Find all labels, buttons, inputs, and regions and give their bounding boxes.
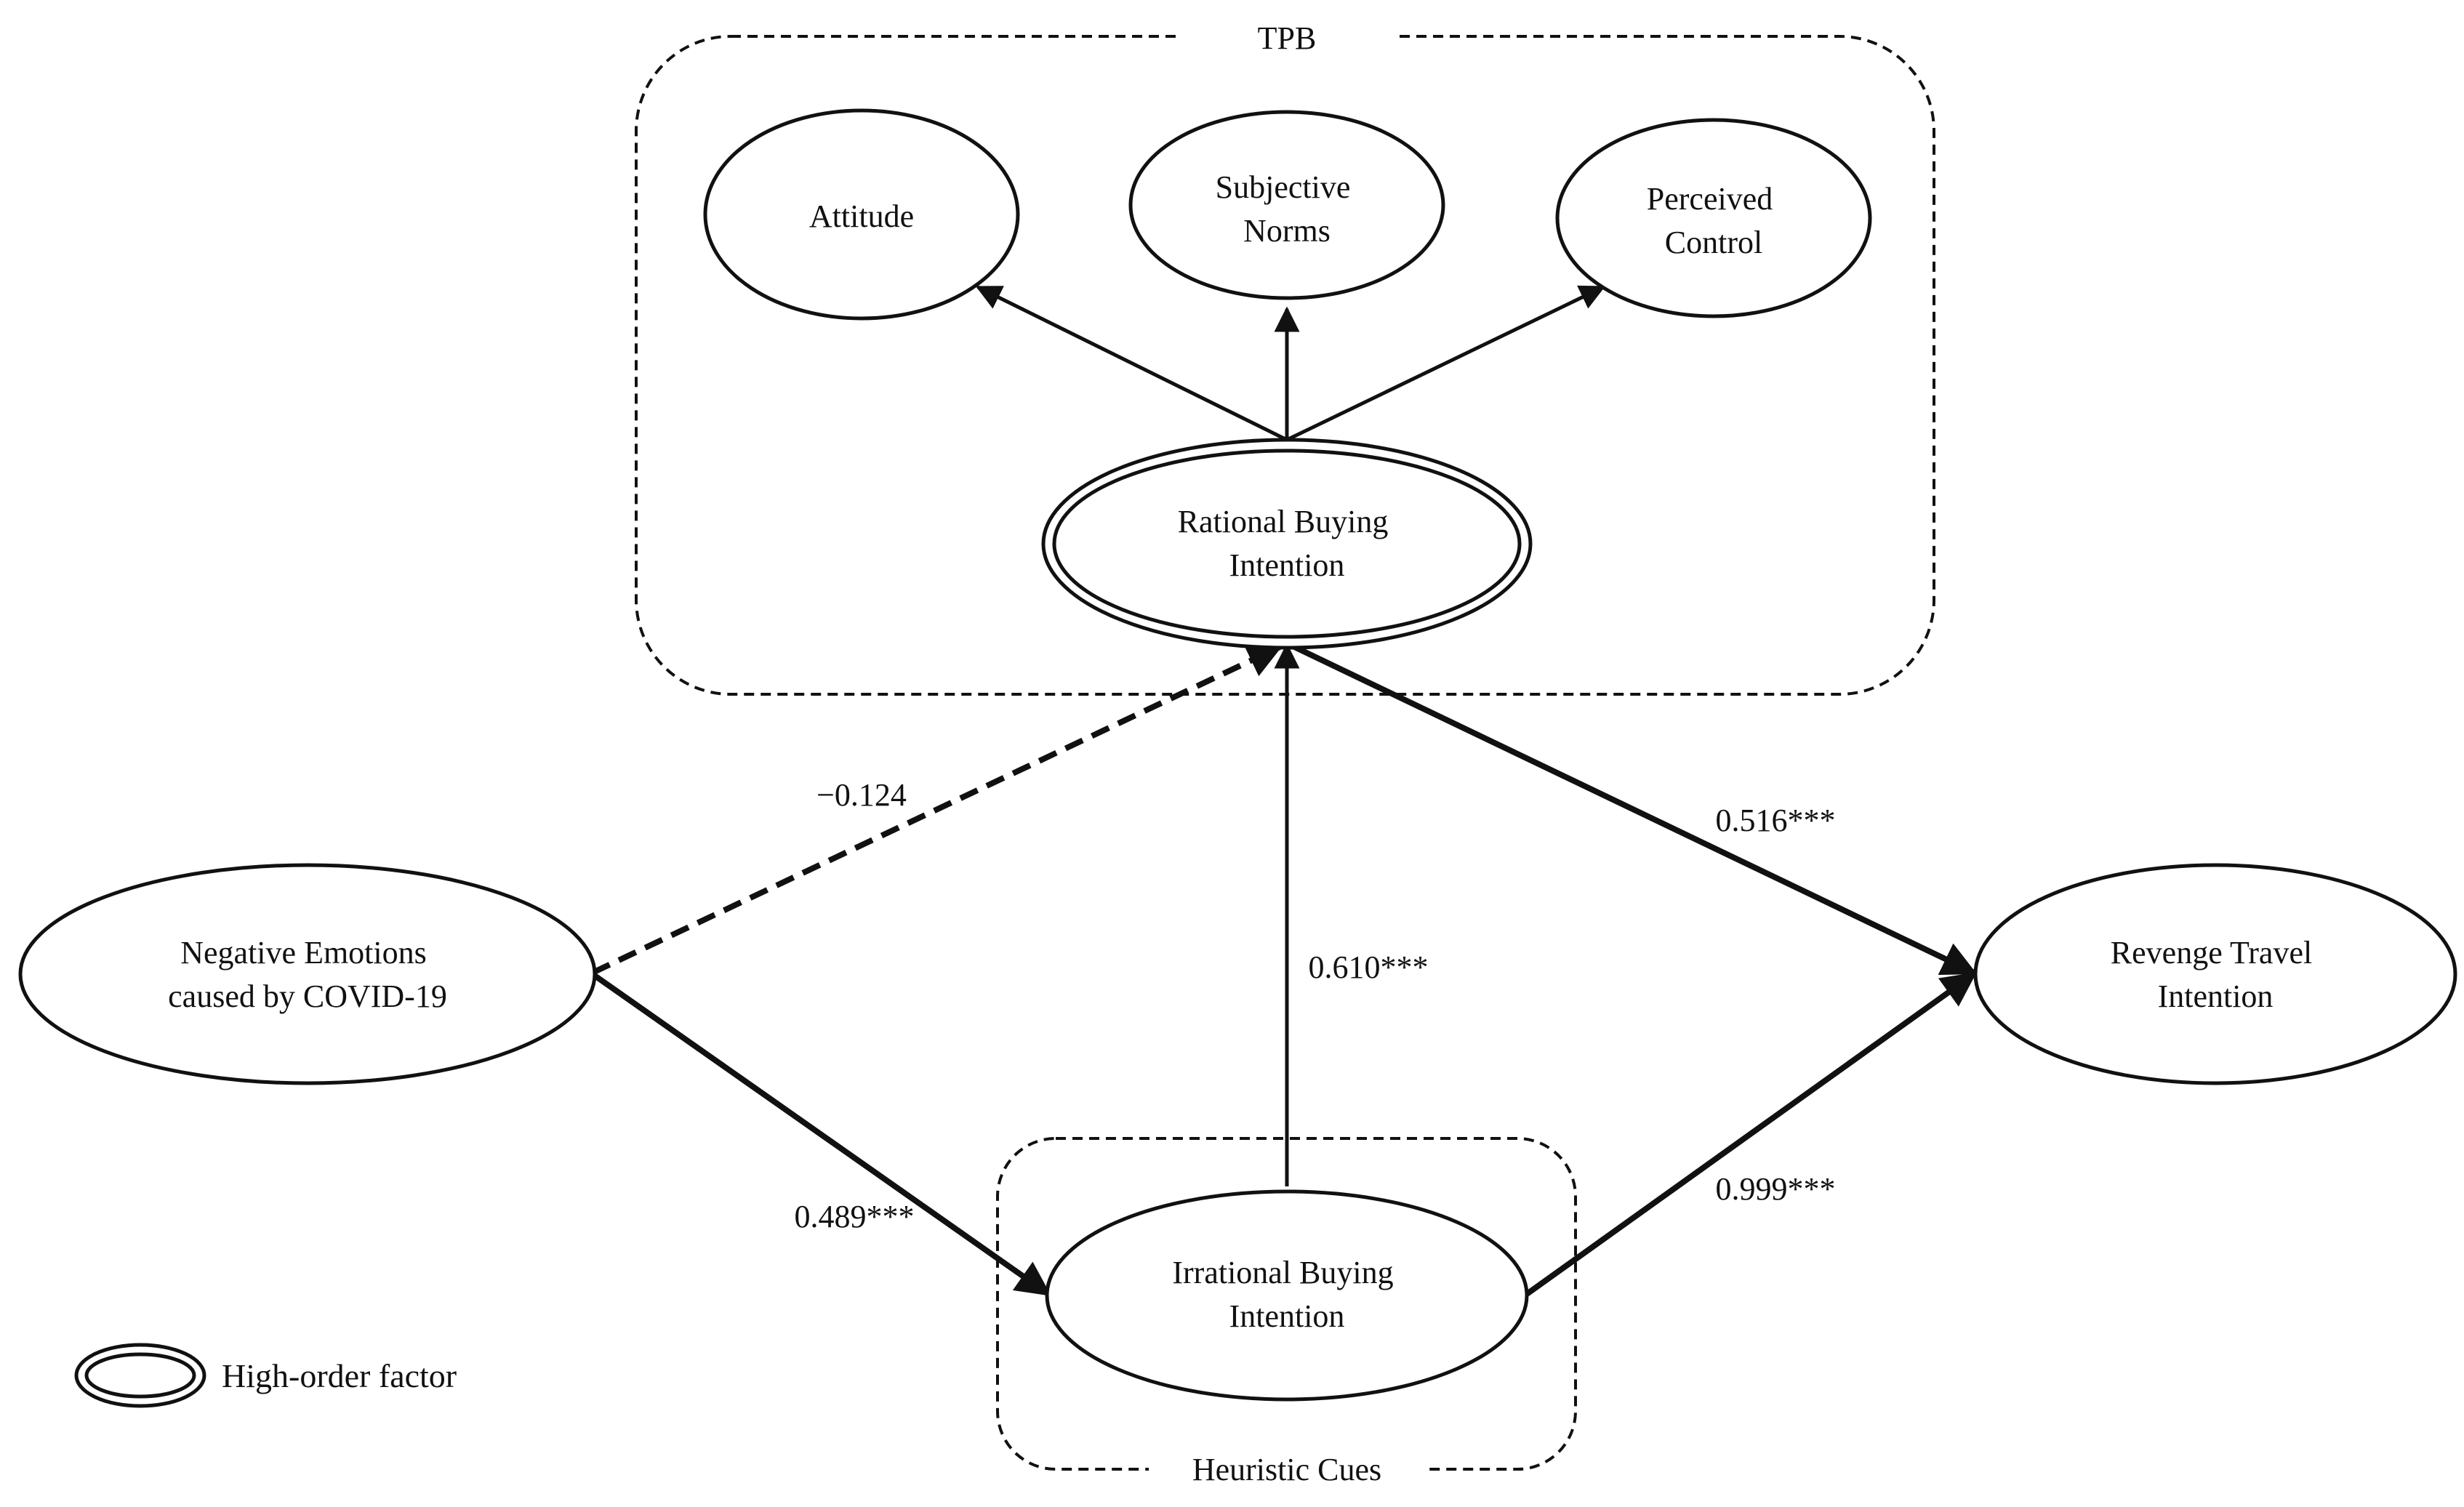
legend: High-order factor xyxy=(74,1343,457,1408)
structural-paths xyxy=(590,640,1978,1297)
path-negative-to-rational xyxy=(591,644,1283,976)
legend-label: High-order factor xyxy=(222,1357,457,1394)
node-rational-buying-intention-label: Rational Buying Intention xyxy=(1178,504,1397,583)
node-perceived-control: Perceived Control xyxy=(1555,118,1872,318)
path-rational-to-revenge xyxy=(1285,640,1978,976)
heuristic-cues-group: Heuristic Cues xyxy=(996,1137,1577,1498)
tpb-group-label: TPB xyxy=(1258,20,1317,56)
coef-negative-to-rational: −0.124 xyxy=(816,777,907,813)
coef-irrational-to-revenge: 0.999*** xyxy=(1716,1171,1836,1207)
node-subjective-norms: Subjective Norms xyxy=(1128,110,1445,300)
node-revenge-travel-intention-label: Revenge Travel Intention xyxy=(2111,935,2320,1014)
node-revenge-travel-intention: Revenge Travel Intention xyxy=(1973,863,2457,1085)
node-perceived-control-label: Perceived Control xyxy=(1647,181,1781,260)
node-subjective-norms-label: Subjective Norms xyxy=(1216,169,1359,249)
indicator-arrows xyxy=(975,285,1606,442)
arrow-rational-to-perceived-control xyxy=(1285,285,1606,442)
node-attitude: Attitude xyxy=(703,108,1020,321)
coef-negative-to-irrational: 0.489*** xyxy=(795,1199,915,1234)
node-rational-buying-intention: Rational Buying Intention xyxy=(1041,438,1533,650)
coef-rational-to-revenge: 0.516*** xyxy=(1716,803,1836,838)
node-irrational-buying-intention: Irrational Buying Intention xyxy=(1045,1189,1529,1402)
node-attitude-label: Attitude xyxy=(809,198,914,234)
node-negative-emotions: Negative Emotions caused by COVID-19 xyxy=(18,863,597,1085)
heuristic-cues-group-label: Heuristic Cues xyxy=(1192,1452,1381,1487)
coef-irrational-to-rational: 0.610*** xyxy=(1309,949,1429,985)
path-irrational-to-revenge xyxy=(1525,971,1977,1297)
arrow-rational-to-attitude xyxy=(975,285,1288,442)
node-irrational-buying-intention-label: Irrational Buying Intention xyxy=(1172,1255,1401,1334)
node-negative-emotions-label: Negative Emotions caused by COVID-19 xyxy=(168,935,447,1014)
path-coefficients: −0.124 0.610*** 0.516*** 0.489*** 0.999*… xyxy=(795,777,1836,1234)
path-negative-to-irrational xyxy=(590,971,1051,1297)
